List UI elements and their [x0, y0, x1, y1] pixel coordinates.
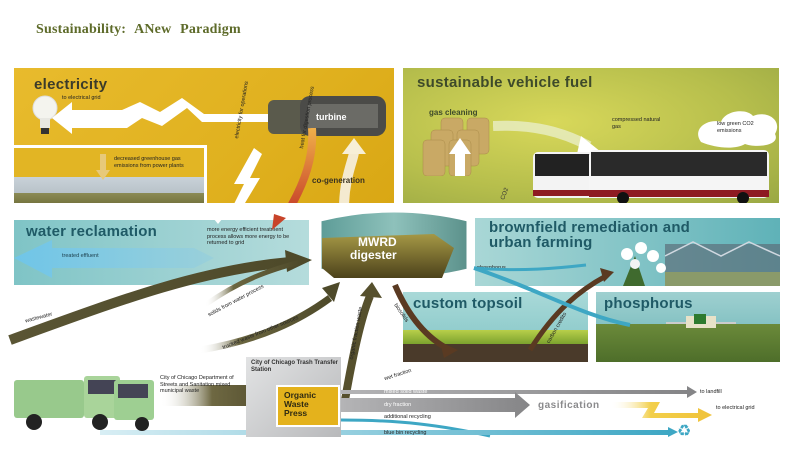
solids-arrow [203, 259, 301, 308]
vehicle-fuel-heading: sustainable vehicle fuel [417, 74, 593, 91]
emissions-note: decreased greenhouse gas emissions from … [114, 156, 184, 169]
wastewater-arrow [8, 257, 291, 345]
cng-arrow [493, 120, 601, 154]
phosphorus-arrow [473, 263, 587, 272]
tractor-image [666, 314, 736, 328]
to-landfill-label: to landfill [700, 389, 722, 395]
water-reclamation-heading: water reclamation [26, 223, 157, 240]
digester-line1: MWRD [358, 235, 397, 249]
down-arrow-icon [96, 154, 110, 180]
organic-waste-press: Organic Waste Press [276, 385, 340, 427]
topsoil-heading: custom topsoil [413, 295, 523, 312]
blue-bin-arrowhead [668, 427, 678, 437]
press-line2: Waste [284, 399, 309, 409]
turbine-label: turbine [316, 112, 347, 122]
emissions-label: low green CO2 emissions [717, 121, 754, 134]
emissions-cloud [698, 111, 778, 148]
to-grid-label: to electrical grid [62, 95, 101, 101]
brownfield-heading-line1: brownfield remediation and [489, 219, 691, 236]
cogeneration-arrow [339, 138, 366, 203]
gasification-label: gasification [538, 400, 600, 411]
heat-arrowhead [272, 214, 286, 230]
vehicle-fuel-panel: sustainable vehicle fuel gas cleaning co… [403, 68, 779, 203]
bus-image [533, 150, 769, 203]
brownfield-heading-line2: urban farming [489, 234, 593, 251]
blue-bin-label: blue bin recycling [384, 430, 427, 436]
mixed-waste-band [341, 390, 687, 394]
lightbulb-icon [32, 95, 58, 134]
mixed-waste-label: mixed solid waste [384, 389, 428, 395]
recycle-icon: ♻ [677, 423, 692, 440]
dry-fraction-arrow [341, 392, 530, 418]
additional-recycling-label: additional recycling [384, 414, 431, 420]
dss-label: City of Chicago Department of Streets an… [160, 375, 234, 394]
electricity-arrow [52, 98, 282, 134]
biosolids-arrowhead [440, 342, 458, 358]
mwrd-digester [318, 209, 470, 281]
treated-effluent-label: treated effluent [62, 253, 99, 259]
energy-down-arrow [205, 208, 231, 224]
gas-cleaning-label: gas cleaning [429, 108, 478, 117]
digester-label: MWRD digester [350, 236, 397, 262]
trucked-waste-arrowhead [322, 282, 340, 302]
press-line3: Press [284, 408, 308, 418]
gas-cleaning-tanks [422, 117, 490, 176]
digester-line2: digester [350, 248, 397, 262]
field-image [596, 324, 780, 362]
phosphorus-field-arrow [473, 266, 631, 327]
brownfield-heading: brownfield remediation and urban farming [489, 220, 690, 250]
press-line1: Organic [284, 390, 317, 400]
blue-bin-band [100, 430, 670, 435]
cogeneration-label: co-generation [312, 176, 365, 185]
gasification-to-grid-arrow [610, 402, 712, 422]
topsoil-panel: custom topsoil [403, 292, 588, 362]
trucked-waste-arrow [199, 295, 333, 354]
carbon-credit-arrowhead [600, 268, 614, 282]
phosphorus-panel: phosphorus [596, 292, 780, 362]
cng-label: compressed natural gas [612, 117, 661, 130]
treated-effluent-arrow [14, 240, 214, 278]
power-plant-image [14, 145, 207, 203]
dry-fraction-label: dry fraction [384, 402, 412, 408]
energy-efficiency-note: more energy efficient treatment process … [207, 227, 290, 246]
organic-fraction-arrow [341, 294, 374, 401]
heat-arrow [288, 128, 317, 203]
to-landfill-arrowhead [687, 386, 697, 398]
ops-electricity-arrow [234, 148, 262, 203]
garbage-trucks-image [14, 376, 154, 431]
transfer-station-label: City of Chicago Trash Transfer Station [251, 360, 339, 373]
brownfield-panel: brownfield remediation and urban farming… [475, 218, 780, 286]
greenhouse-tulips-image [621, 241, 780, 286]
turbine-image [268, 96, 386, 136]
to-electrical-grid-label: to electrical grid [716, 405, 755, 411]
electricity-panel: electricity to electrical grid turbine d… [14, 68, 394, 203]
electricity-heading: electricity [34, 76, 108, 93]
page-title: Sustainability: ANew Paradigm [36, 22, 241, 37]
phosphorus-heading: phosphorus [604, 295, 693, 312]
organic-fraction-arrowhead [360, 282, 382, 298]
